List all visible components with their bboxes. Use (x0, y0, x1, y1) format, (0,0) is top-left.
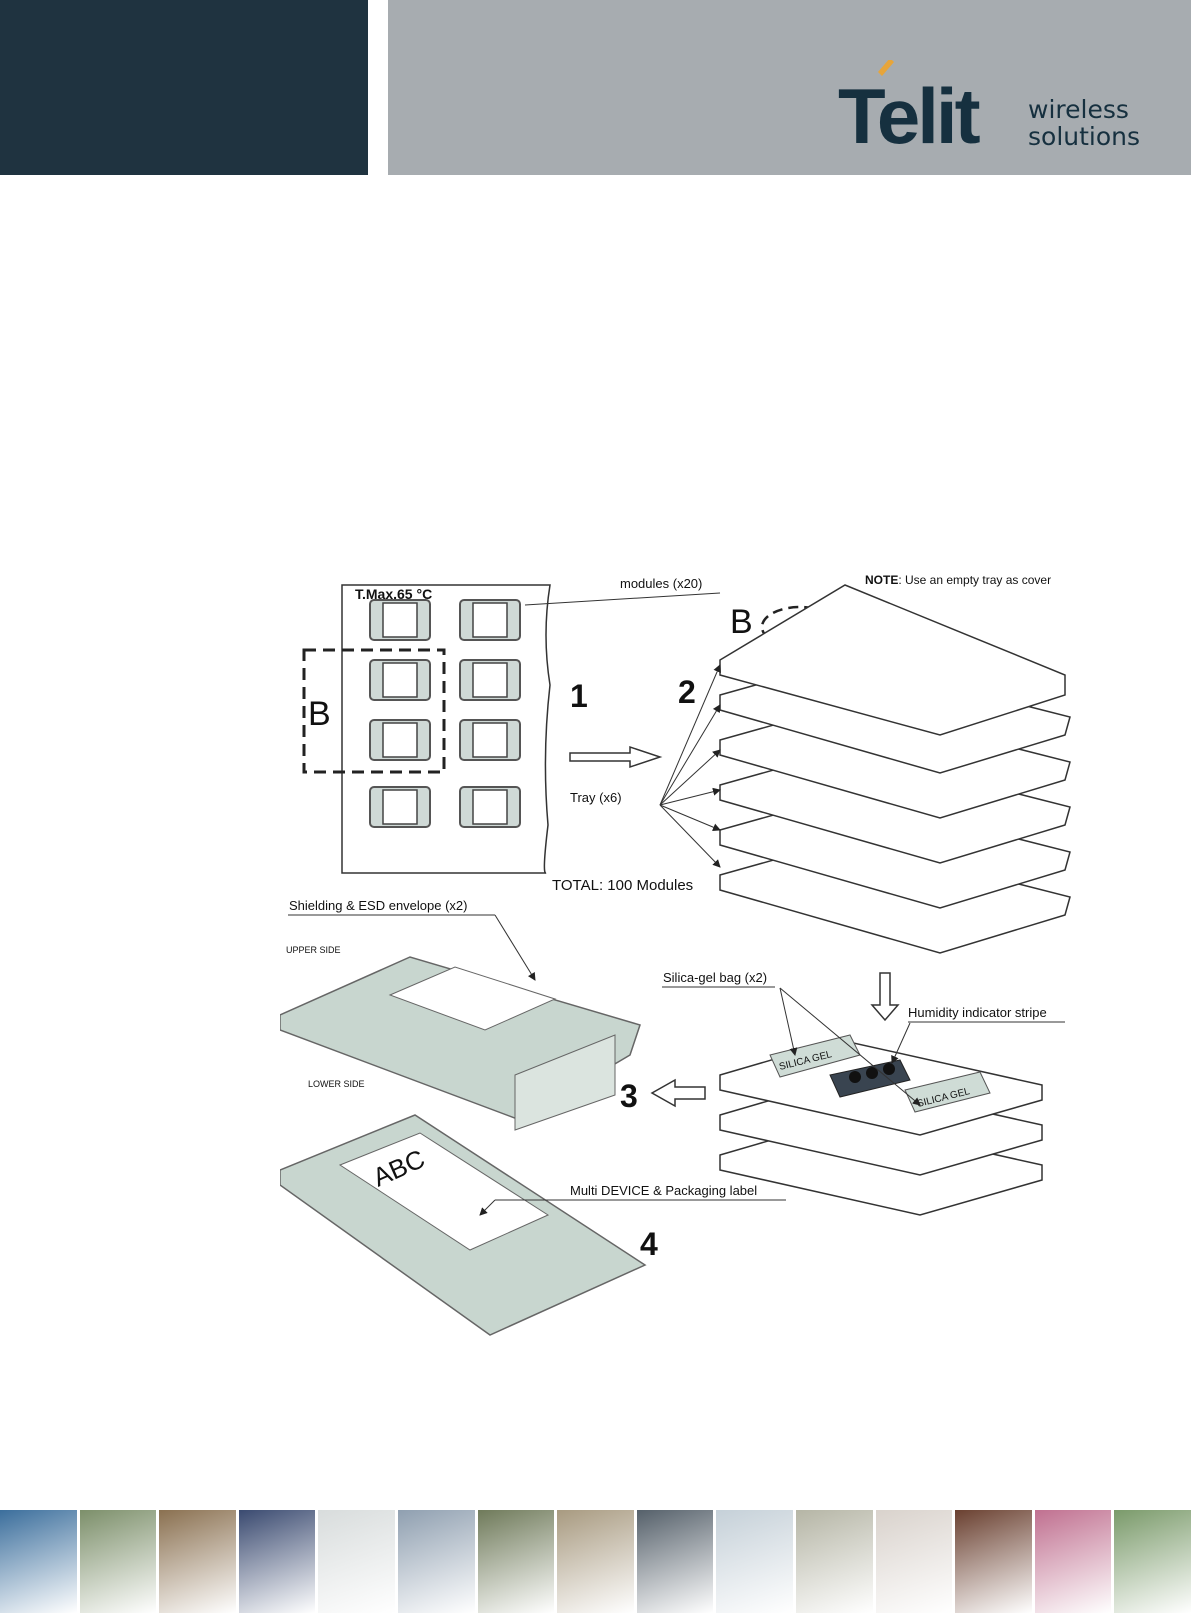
arrow-1-2 (570, 747, 660, 767)
photo-tile (239, 1510, 316, 1613)
tagline-line1: wireless (1028, 96, 1140, 123)
tagline-line2: solutions (1028, 123, 1140, 150)
packaging-diagram: T.Max.65 °C B modules (x20) 1 NOTE: Use (280, 575, 1100, 1365)
total-label: TOTAL: 100 Modules (552, 877, 693, 894)
dry-pack: Silica-gel bag (x2) Humidity indicator s… (620, 970, 1065, 1215)
photo-tile (318, 1510, 395, 1613)
lower-side-label: LOWER SIDE (308, 1079, 365, 1089)
step-3: 3 (620, 1078, 638, 1114)
envelope-upper: Shielding & ESD envelope (x2) UPPER SIDE (280, 898, 640, 1130)
photo-tile (0, 1510, 77, 1613)
photo-tile (159, 1510, 236, 1613)
step-2: 2 (678, 674, 696, 710)
photo-tile (716, 1510, 793, 1613)
photo-strip (0, 1510, 1191, 1613)
header-dark-panel (0, 0, 368, 175)
photo-tile (557, 1510, 634, 1613)
packaging-label: Multi DEVICE & Packaging label (570, 1183, 757, 1198)
modules-label: modules (x20) (620, 576, 702, 591)
telit-logo: Telit (838, 60, 1008, 155)
tray-detail: T.Max.65 °C B modules (x20) 1 (304, 576, 720, 873)
photo-tile (80, 1510, 157, 1613)
photo-tile (478, 1510, 555, 1613)
photo-tile (1114, 1510, 1191, 1613)
photo-tile (955, 1510, 1032, 1613)
tagline: wireless solutions (1028, 96, 1140, 150)
step-4: 4 (640, 1226, 658, 1262)
photo-tile (637, 1510, 714, 1613)
envelope-label: Shielding & ESD envelope (x2) (289, 898, 468, 913)
telit-logo-mark: Telit (838, 60, 1008, 150)
photo-tile (876, 1510, 953, 1613)
photo-tile (1035, 1510, 1112, 1613)
detail-b-label: B (308, 695, 331, 733)
logo-wordmark: Telit (838, 72, 981, 150)
detail-b2-label: B (730, 603, 753, 641)
humidity-label: Humidity indicator stripe (908, 1005, 1047, 1020)
photo-tile (796, 1510, 873, 1613)
step-1: 1 (570, 678, 588, 714)
packaging-diagram-svg: T.Max.65 °C B modules (x20) 1 NOTE: Use (280, 575, 1100, 1365)
note-label: NOTE: Use an empty tray as cover (865, 575, 1051, 587)
silica-label: Silica-gel bag (x2) (663, 970, 767, 985)
tray-count-label: Tray (x6) (570, 790, 622, 805)
upper-side-label: UPPER SIDE (286, 945, 341, 955)
photo-tile (398, 1510, 475, 1613)
